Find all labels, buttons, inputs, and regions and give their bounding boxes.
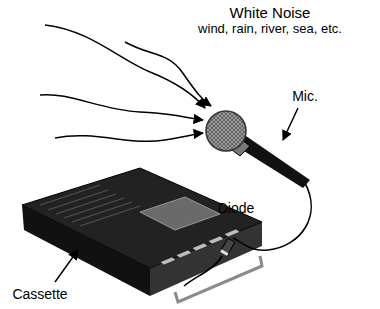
speaker-grille <box>40 185 140 226</box>
source-label: wind, rain, river, sea, etc. <box>198 22 342 37</box>
wave-arrow <box>40 95 203 120</box>
part-label: Cassette <box>12 286 67 302</box>
mic-head <box>206 111 246 151</box>
keys <box>160 229 240 265</box>
part-label: Diode <box>218 200 255 216</box>
mic-cable <box>233 183 311 250</box>
cassette-recorder <box>22 168 262 302</box>
wave-arrow <box>125 42 211 106</box>
cassette-leader <box>55 250 78 282</box>
jack-cable <box>184 256 222 286</box>
carry-handle <box>175 256 262 302</box>
microphone <box>206 111 310 188</box>
cassette-top <box>22 168 262 268</box>
cassette-window <box>140 197 220 230</box>
wave-arrow <box>45 25 205 108</box>
mic-leader <box>283 108 298 140</box>
diode-symbol <box>220 238 235 256</box>
wave-arrow <box>55 133 203 141</box>
part-label: Mic. <box>292 88 318 104</box>
heading-label: White Noise <box>230 4 311 21</box>
cable <box>184 183 311 286</box>
sound-waves <box>40 25 211 141</box>
